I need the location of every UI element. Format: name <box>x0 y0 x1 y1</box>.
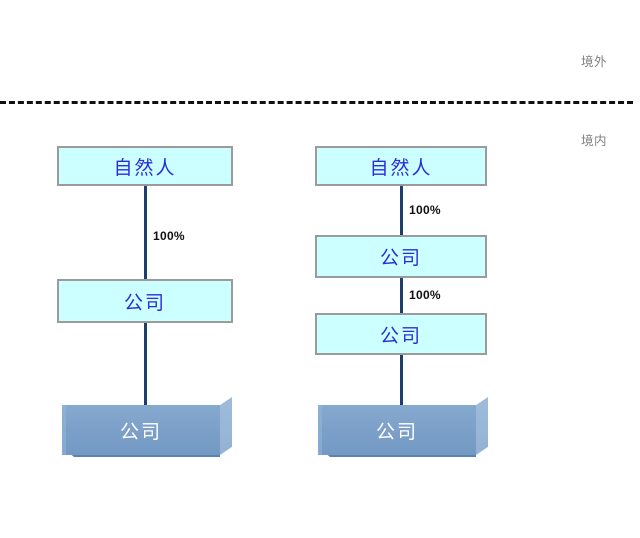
node-label: 公司 <box>379 248 422 269</box>
box3d-left-bevel <box>318 405 322 455</box>
node-right-company-1[interactable]: 公司 <box>315 235 487 278</box>
connector-right-3 <box>400 354 403 405</box>
box3d-front-face: 公司 <box>318 405 476 455</box>
box3d-right-face <box>476 397 488 455</box>
zone-label-onshore: 境内 <box>581 134 608 148</box>
edge-label-left-1: 100% <box>153 229 185 243</box>
edge-label-right-1: 100% <box>409 203 441 217</box>
node-label: 公司 <box>375 421 418 443</box>
box3d-front-face: 公司 <box>62 405 220 455</box>
box3d-left-bevel <box>62 405 66 455</box>
connector-right-1 <box>400 185 403 236</box>
node-right-company-target[interactable]: 公司 <box>318 397 488 465</box>
node-label: 自然人 <box>113 157 177 179</box>
node-label: 公司 <box>119 421 162 443</box>
node-label: 公司 <box>379 325 422 347</box>
node-left-company-target[interactable]: 公司 <box>62 397 232 465</box>
node-left-company-1[interactable]: 公司 <box>57 279 233 323</box>
connector-right-2 <box>400 277 403 315</box>
connector-left-1 <box>144 185 147 279</box>
connector-left-2 <box>144 322 147 405</box>
node-right-company-2[interactable]: 公司 <box>315 313 487 355</box>
box3d-right-face <box>220 397 232 455</box>
edge-label-right-2: 100% <box>409 288 441 302</box>
node-label: 自然人 <box>369 157 433 179</box>
node-right-natural-person[interactable]: 自然人 <box>315 146 487 186</box>
jurisdiction-divider <box>0 101 633 104</box>
node-label: 公司 <box>123 292 166 314</box>
node-left-natural-person[interactable]: 自然人 <box>57 146 233 186</box>
zone-label-offshore: 境外 <box>581 55 608 69</box>
